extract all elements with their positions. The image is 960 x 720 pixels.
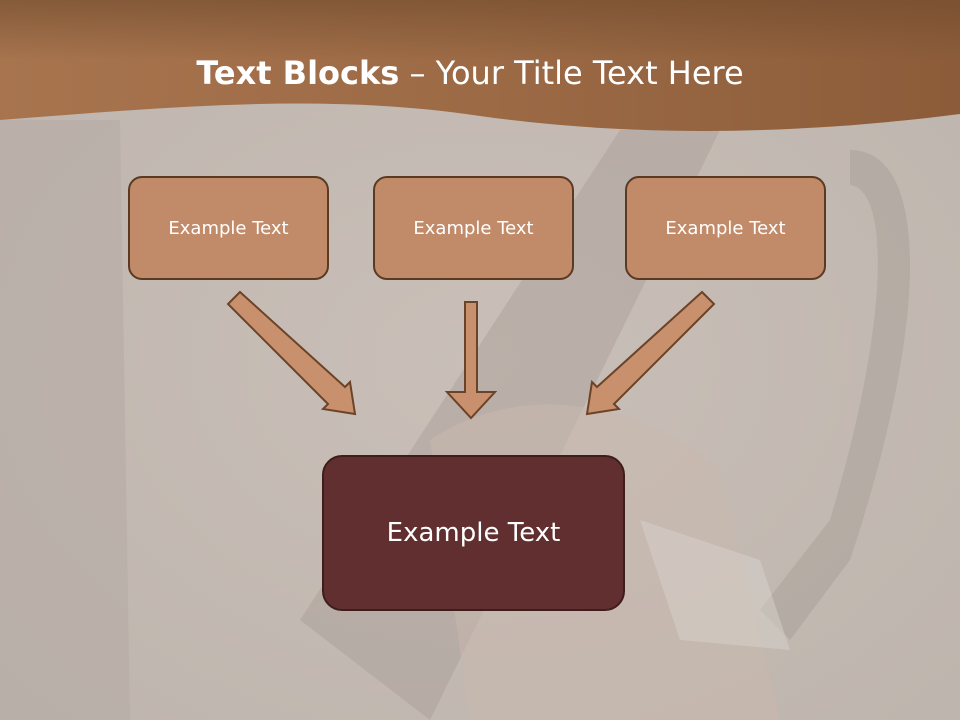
title-bold: Text Blocks xyxy=(196,54,400,92)
text-block-center[interactable]: Example Text xyxy=(373,176,574,280)
text-block-main[interactable]: Example Text xyxy=(322,455,625,611)
title-rest: Your Title Text Here xyxy=(435,54,744,92)
text-block-left[interactable]: Example Text xyxy=(128,176,329,280)
text-block-right[interactable]: Example Text xyxy=(625,176,826,280)
slide-title: Text Blocks – Your Title Text Here xyxy=(0,54,940,92)
title-separator: – xyxy=(399,54,436,92)
